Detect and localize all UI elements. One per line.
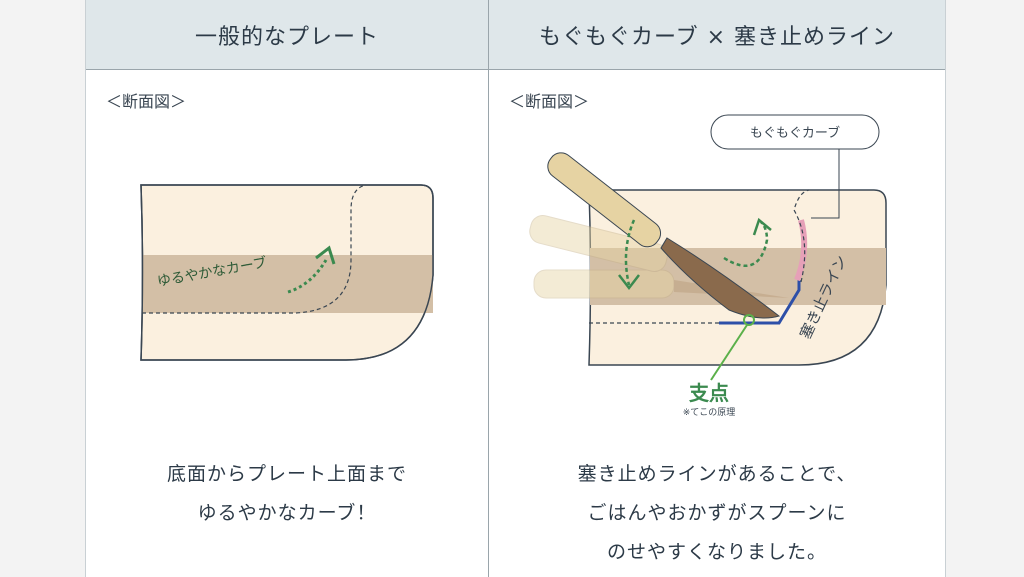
caption-line: 底面からプレート上面まで [166,463,407,485]
down-arrow-icon [624,219,636,286]
caption-general: 底面からプレート上面まで ゆるやかなカーブ！ [86,455,488,533]
fulcrum-marker [743,314,755,326]
header-mogumogu-curve: もぐもぐカーブ × 塞き止めライン [489,0,945,70]
header-general-plate: 一般的なプレート [86,0,488,70]
callout-label: もぐもぐカーブ [750,125,840,141]
column-divider [488,0,489,577]
up-arrow-icon [723,221,769,268]
stopper-line [719,280,801,325]
section-label: ＜断面図＞ [106,92,187,111]
cross-section-diagram-general: ゆるやかなカーブ [140,184,434,361]
caption-line: のせやすくなりました。 [606,541,827,563]
caption-line: ごはんやおかずがスプーンに [587,502,847,524]
fulcrum-note: ※てこの原理 [683,407,736,418]
section-label: ＜断面図＞ [509,92,590,111]
caption-line: 塞き止めラインがあることで、 [577,463,857,485]
fulcrum-label: 支点 [689,381,729,405]
caption-mogumogu: 塞き止めラインがあることで、 ごはんやおかずがスプーンに のせやすくなりました。 [489,455,945,572]
callout-bubble [710,114,880,150]
cross-section-diagram-mogumogu: もぐもぐカーブ 塞き止ライン 支点 ※てこの原理 [529,114,887,418]
dashed-curve [142,184,367,314]
mogumogu-curve-highlight [794,219,808,282]
curve-arrow-icon [287,259,328,294]
caption-line: ゆるやかなカーブ！ [197,502,377,524]
column-mogumogu: ＜断面図＞ もぐもぐカーブ [489,70,945,577]
column-general-plate: ＜断面図＞ ゆるやかなカーブ 底面からプレート上面まで ゆるやかなカーブ！ [86,70,488,577]
comparison-panel: 一般的なプレート もぐもぐカーブ × 塞き止めライン ＜断面図＞ ゆるやかなカー… [85,0,946,577]
band [142,255,433,313]
